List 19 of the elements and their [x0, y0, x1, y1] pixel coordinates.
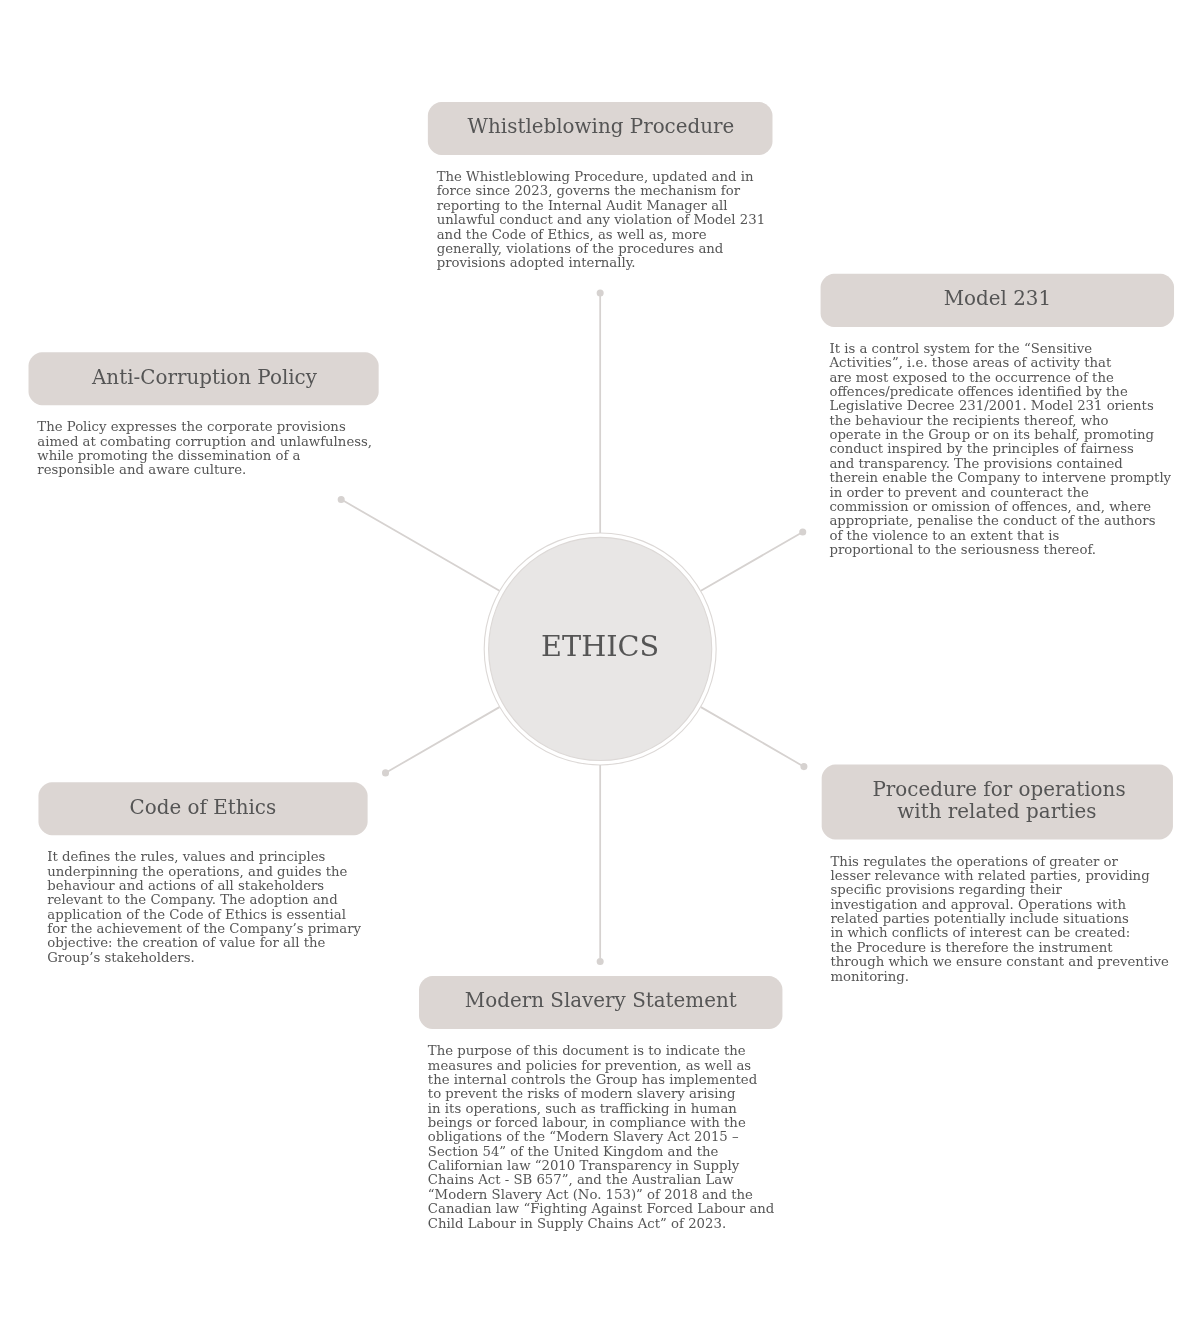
node-label: It is a control system for the “Sensitive Activities”, i.e. those areas of activity that are most exposed to the occurrence of the offences/predicate offences identified by the Legislative Decree 231/2001. Model 231 orients the behaviour the recipients thereof, who operate in the Group or on its behalf, promoting conduct inspired by the principles of fairness and transparency. The provisions contained therein enable the Company to intervene promptly in order to prevent and counteract the commission or omission of offences, and, where appropriate, penalise the conduct of the authors of the violence to an extent that is proportional to the seriousness thereof.	[829, 340, 1172, 557]
node-label: It defines the rules, values and principles underpinning the operations, and guides the behaviour and actions of all stakeholders relevant to the Company. The adoption and application of the Code of Ethics is essential for the achievement of the Company’s primary objective: the creation of value for all the Group’s stakeholders.	[47, 849, 361, 965]
node-label: The Whistleblowing Procedure, updated and in force since 2023, governs the mechanism for reporting to the Internal Audit Manager all unlawful conduct and any violation of Model 231 and the Code of Ethics, as well as, more generally, violations of the procedures and provisions adopted internally.	[436, 169, 766, 271]
node-box: Anti-Corruption Policy	[28, 352, 379, 406]
node-label: This regulates the operations of greater or lesser relevance with related parties, providing specific provisions regarding their investigation and approval. Operations with related parties potentially include situations in which conflicts of interest can be created: the Procedure is therefore the instrument through which we ensure constant and preventive monitoring.	[830, 853, 1169, 984]
connector	[596, 289, 604, 534]
node-box: Model 231	[820, 273, 1175, 327]
connector	[700, 706, 808, 771]
connector	[382, 706, 501, 777]
connector	[337, 495, 501, 592]
node-label: The purpose of this document is to indicate the measures and policies for prevention, as well as the internal controls the Group has implemented to prevent the risks of modern slavery arising in its operations, such as trafficking in human beings or forced labour, in compliance with the obligations of the “Modern Slavery Act 2015 – Section 54” of the United Kingdom and the Californian law “2010 Transparency in Supply Chains Act - SB 657”, and the Australian Law “Modern Slavery Act (No. 153)” of 2018 and the Canadian law “Fighting Against Forced Labour and Child Labour in Supply Chains Act” of 2023.	[427, 1043, 775, 1231]
node-box: Whistleblowing Procedure	[427, 102, 773, 156]
connector	[700, 528, 807, 592]
node-box: Code of Ethics	[38, 782, 368, 836]
node-box: Modern Slavery Statement	[419, 976, 783, 1030]
node-box: Procedure for operations with related parties	[821, 764, 1173, 840]
node-label: The Policy expresses the corporate provisions aimed at combating corruption and unlawfulness, while promoting the dissemination of a responsible and aware culture.	[37, 419, 373, 478]
connector	[596, 764, 604, 965]
node-circle: ETHICS	[483, 532, 717, 766]
